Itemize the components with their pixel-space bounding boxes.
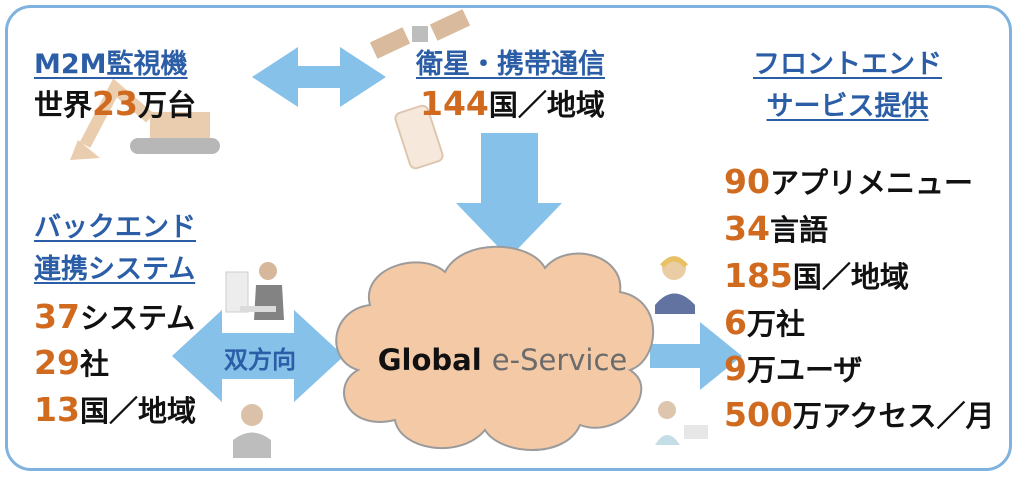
satellite-count: 144	[420, 84, 489, 123]
backend-stat-num: 13	[34, 390, 80, 429]
backend-stat-num: 29	[34, 343, 80, 382]
frontend-heading-line1: フロントエンド	[753, 49, 942, 80]
backend-stat-3: 13国／地域	[34, 393, 196, 426]
m2m-count: 23	[92, 84, 138, 123]
m2m-suffix: 万台	[137, 88, 196, 122]
cloud-service-text: e-Service	[491, 343, 628, 377]
backend-stat-text: システム	[79, 301, 196, 335]
frontend-stat-num: 6	[724, 303, 747, 342]
backend-stat-text: 国／地域	[79, 394, 196, 428]
frontend-stat-6: 500万アクセス／月	[724, 398, 994, 431]
backend-heading-line1: バックエンド	[34, 212, 196, 243]
frontend-heading-line2: サービス提供	[766, 91, 929, 122]
frontend-stat-text: 国／地域	[792, 260, 909, 294]
m2m-prefix: 世界	[34, 88, 93, 122]
frontend-stat-3: 185国／地域	[724, 259, 909, 292]
frontend-stat-2: 34言語	[724, 212, 828, 245]
frontend-stat-text: 万ユーザ	[746, 353, 863, 387]
frontend-stat-num: 500	[724, 395, 793, 434]
backend-heading-line2: 連携システム	[34, 254, 196, 285]
frontend-stat-1: 90アプリメニュー	[724, 165, 973, 198]
satellite-suffix: 国／地域	[488, 88, 605, 122]
cloud-brand-text: Global	[377, 343, 482, 377]
frontend-stat-num: 9	[724, 349, 747, 388]
frontend-stat-num: 185	[724, 256, 793, 295]
backend-stat-2: 29社	[34, 346, 109, 379]
frontend-stat-5: 9万ユーザ	[724, 352, 862, 385]
frontend-stat-text: 言語	[769, 213, 828, 247]
frontend-stat-text: アプリメニュー	[769, 166, 973, 200]
frontend-stat-text: 万アクセス／月	[792, 399, 995, 433]
backend-stat-num: 37	[34, 297, 80, 336]
cloud-label: Global e-Service	[355, 343, 650, 377]
bidirectional-label: 双方向	[224, 346, 296, 374]
backend-stat-1: 37システム	[34, 300, 195, 333]
m2m-stat: 世界23万台	[34, 87, 196, 120]
frontend-stat-num: 90	[724, 162, 770, 201]
satellite-stat: 144国／地域	[420, 87, 605, 120]
m2m-heading: M2M監視機	[34, 49, 188, 80]
satellite-heading: 衛星・携帯通信	[416, 49, 605, 80]
frontend-stat-4: 6万社	[724, 306, 805, 339]
frontend-stat-num: 34	[724, 209, 770, 248]
frontend-stat-text: 万社	[746, 307, 805, 341]
backend-stat-text: 社	[79, 347, 109, 381]
